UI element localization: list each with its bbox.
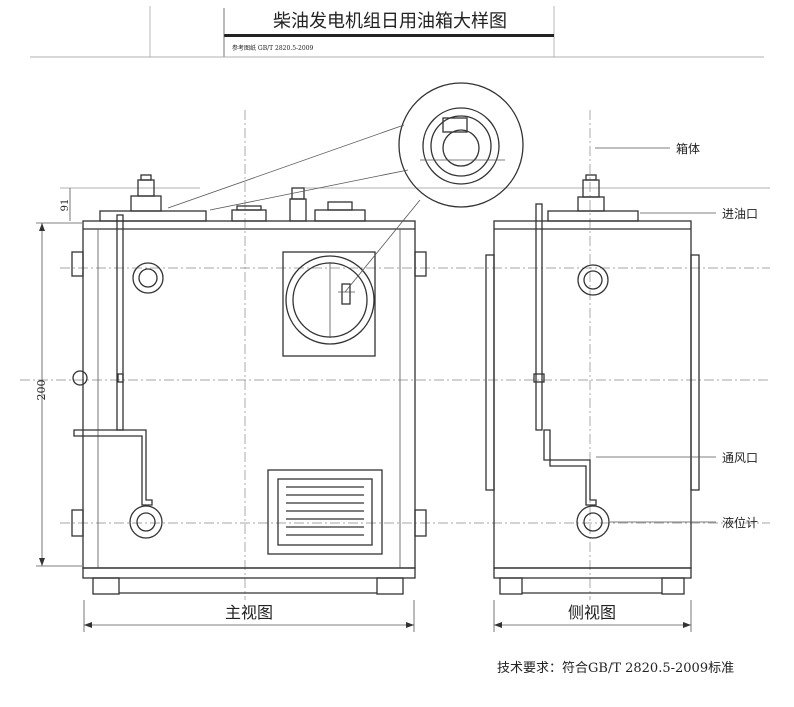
dimensions: 200 91 主视图 侧视图 [35, 188, 692, 632]
side-view [485, 174, 700, 595]
dimension-height-total: 200 [35, 380, 48, 401]
dimension-top-offset: 91 [60, 199, 71, 212]
callout-level-gauge: 液位计 [722, 515, 758, 530]
callout-oil-inlet: 进油口 [722, 207, 758, 221]
detail-bubble [167, 82, 524, 293]
callout-tank-body: 箱体 [676, 141, 700, 156]
drawing-title: 柴油发电机组日用油箱大样图 [273, 11, 507, 32]
callouts: 箱体 进油口 通风口 液位计 [595, 141, 758, 530]
drawing-subtitle: 参考图纸 GB/T 2820.5-2009 [232, 44, 314, 52]
side-view-label: 侧视图 [568, 603, 616, 622]
center-lines [20, 110, 770, 600]
front-view [71, 174, 427, 595]
technical-note: 技术要求：符合GB/T 2820.5-2009标准 [497, 660, 734, 676]
title-block: 柴油发电机组日用油箱大样图 参考图纸 GB/T 2820.5-2009 [30, 6, 764, 58]
callout-vent: 通风口 [722, 451, 758, 465]
front-view-label: 主视图 [225, 603, 273, 622]
louver-slats [286, 486, 364, 536]
